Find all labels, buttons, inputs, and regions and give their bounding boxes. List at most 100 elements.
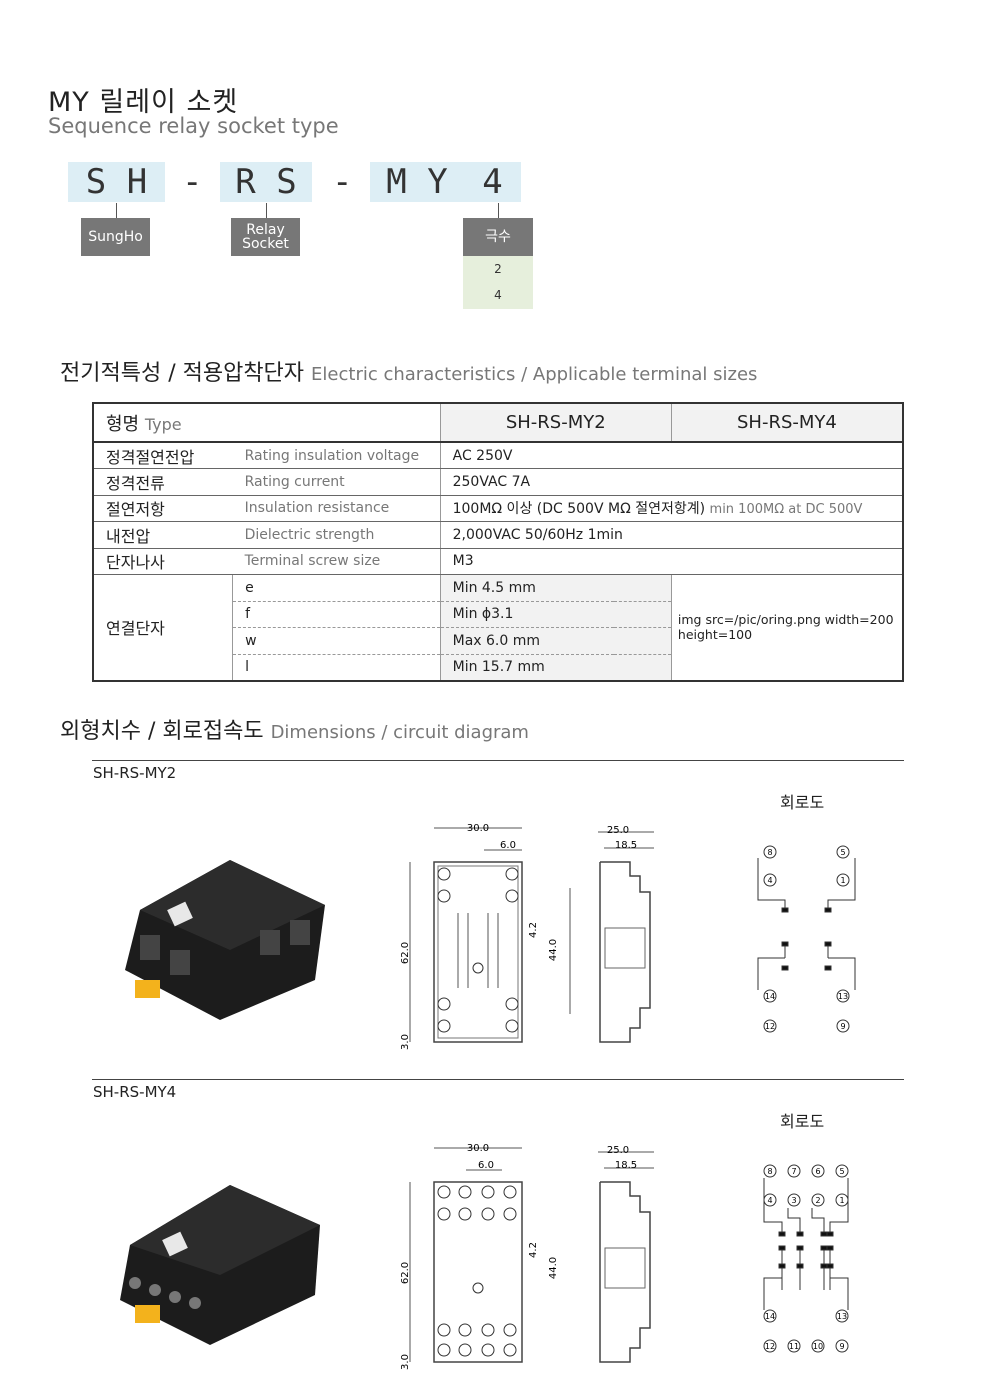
connector-line [266, 203, 267, 218]
pin-12: 12 [765, 1022, 775, 1031]
row-en: Rating insulation voltage [232, 442, 441, 469]
term-val: Min ϕ3.1 [440, 601, 672, 628]
term-val: Min 4.5 mm [440, 574, 672, 602]
circuit-diagram-my4: 8 7 6 5 4 3 2 1 14 13 12 11 10 9 [763, 1164, 849, 1353]
row-en: Rating current [232, 468, 441, 496]
type-header: 형명 Type [93, 403, 441, 443]
code-part-sh: S H [68, 162, 165, 202]
row-val: AC 250V [440, 442, 903, 469]
row-ko: 단자나사 [93, 548, 233, 575]
divider [92, 1079, 904, 1080]
row-val: M3 [440, 548, 903, 575]
code-dash: - [182, 162, 203, 202]
dim-6: 6.0 [500, 840, 516, 851]
model-name-my4: SH-RS-MY4 [93, 1083, 177, 1101]
pin-7: 7 [791, 1167, 796, 1176]
row-ko: 정격절연전압 [93, 442, 233, 469]
pin-14: 14 [765, 1312, 775, 1321]
dim-30: 30.0 [467, 1143, 489, 1154]
pin-11: 11 [789, 1342, 799, 1351]
pin-1: 1 [839, 1196, 844, 1205]
table-row: 내전압 Dielectric strength 2,000VAC 50/60Hz… [93, 521, 903, 549]
table-row: 연결단자 e Min 4.5 mm img src=/pic/oring.png… [93, 574, 903, 681]
code-part-rs: R S [220, 162, 312, 202]
pin-5: 5 [840, 848, 845, 857]
label-sungho: SungHo [81, 218, 150, 256]
row-ko: 내전압 [93, 521, 233, 549]
row-val-ko: 100MΩ 이상 (DC 500V MΩ 절연저항계) [452, 501, 706, 518]
term-key: w [232, 627, 441, 655]
dim-4-2: 4.2 [528, 1242, 539, 1258]
terminal-image-note: img src=/pic/oring.png width=200 height=… [677, 612, 894, 643]
pin-12: 12 [765, 1342, 775, 1351]
label-socket: Socket [242, 236, 289, 252]
socket-photo-my2 [125, 860, 325, 1020]
model-col-my4: SH-RS-MY4 [671, 403, 903, 443]
code-part-pole: 4 [464, 162, 521, 202]
dim-18-5: 18.5 [615, 840, 637, 851]
side-view-drawing-my2: 25.0 18.5 [569, 825, 654, 1043]
circuit-label-my2: 회로도 [780, 793, 825, 812]
socket-photo-my4 [120, 1185, 320, 1345]
row-val: 2,000VAC 50/60Hz 1min [440, 521, 903, 549]
term-key: e [232, 574, 441, 602]
pole-option: 2 [463, 256, 533, 282]
table-row: 정격전류 Rating current 250VAC 7A [93, 468, 903, 496]
pin-1: 1 [840, 876, 845, 885]
dim-62: 62.0 [400, 942, 411, 964]
pin-2: 2 [815, 1196, 820, 1205]
connector-line [498, 203, 499, 218]
code-dash: - [332, 162, 353, 202]
term-key: l [232, 654, 441, 681]
pin-8: 8 [767, 848, 772, 857]
pin-4: 4 [767, 876, 772, 885]
page-subtitle: Sequence relay socket type [48, 114, 339, 138]
type-en: Type [144, 414, 182, 434]
circuit-label-my4: 회로도 [780, 1112, 825, 1131]
table-row: 절연저항 Insulation resistance 100MΩ 이상 (DC … [93, 495, 903, 522]
label-poles: 극수 [463, 218, 533, 256]
pin-5: 5 [839, 1167, 844, 1176]
type-ko: 형명 [106, 413, 140, 435]
dim-3: 3.0 [400, 1354, 411, 1370]
dim-25: 25.0 [607, 825, 629, 836]
section-en: Dimensions / circuit diagram [270, 722, 529, 743]
row-val-en: min 100MΩ at DC 500V [709, 502, 863, 518]
term-key: f [232, 601, 441, 628]
row-ko: 절연저항 [93, 495, 233, 522]
dim-3: 3.0 [400, 1034, 411, 1050]
pin-9: 9 [840, 1022, 845, 1031]
dim-30: 30.0 [467, 823, 489, 834]
term-val: Max 6.0 mm [440, 627, 672, 655]
divider [92, 760, 904, 761]
row-en: Terminal screw size [232, 548, 441, 575]
side-view-drawing-my4: 25.0 18.5 [598, 1145, 654, 1363]
dim-25: 25.0 [607, 1145, 629, 1156]
dim-6: 6.0 [478, 1160, 494, 1171]
table-header-row: 형명 Type SH-RS-MY2 SH-RS-MY4 [93, 403, 903, 443]
dim-4-2: 4.2 [528, 922, 539, 938]
section-dimensions-heading: 외형치수 / 회로접속도 Dimensions / circuit diagra… [60, 713, 529, 745]
front-view-drawing-my4: 30.0 6.0 62.0 3.0 4.2 44.0 [400, 1143, 558, 1370]
section-ko: 전기적특성 / 적용압착단자 [60, 361, 305, 386]
front-view-drawing-my2: 30.0 6.0 62.0 3.0 4.2 44.0 [400, 823, 558, 1050]
table-row: f Min ϕ3.1 [93, 601, 903, 628]
section-ko: 외형치수 / 회로접속도 [60, 719, 264, 744]
row-val: 100MΩ 이상 (DC 500V MΩ 절연저항계) min 100MΩ at… [440, 495, 903, 522]
model-col-my2: SH-RS-MY2 [440, 403, 672, 443]
pin-13: 13 [838, 992, 848, 1001]
pole-option: 4 [463, 282, 533, 309]
pin-3: 3 [791, 1196, 796, 1205]
row-val: 250VAC 7A [440, 468, 903, 496]
row-en: Insulation resistance [232, 495, 441, 522]
label-relay-socket: Relay Socket [231, 218, 300, 256]
row-ko: 정격전류 [93, 468, 233, 496]
section-en: Electric characteristics / Applicable te… [311, 364, 758, 385]
pin-6: 6 [815, 1167, 820, 1176]
pin-13: 13 [837, 1312, 847, 1321]
table-row: l Min 15.7 mm [93, 654, 903, 681]
dim-44: 44.0 [548, 939, 558, 961]
dim-44: 44.0 [548, 1257, 558, 1279]
code-part-my: M Y [370, 162, 464, 202]
connector-line [116, 203, 117, 218]
